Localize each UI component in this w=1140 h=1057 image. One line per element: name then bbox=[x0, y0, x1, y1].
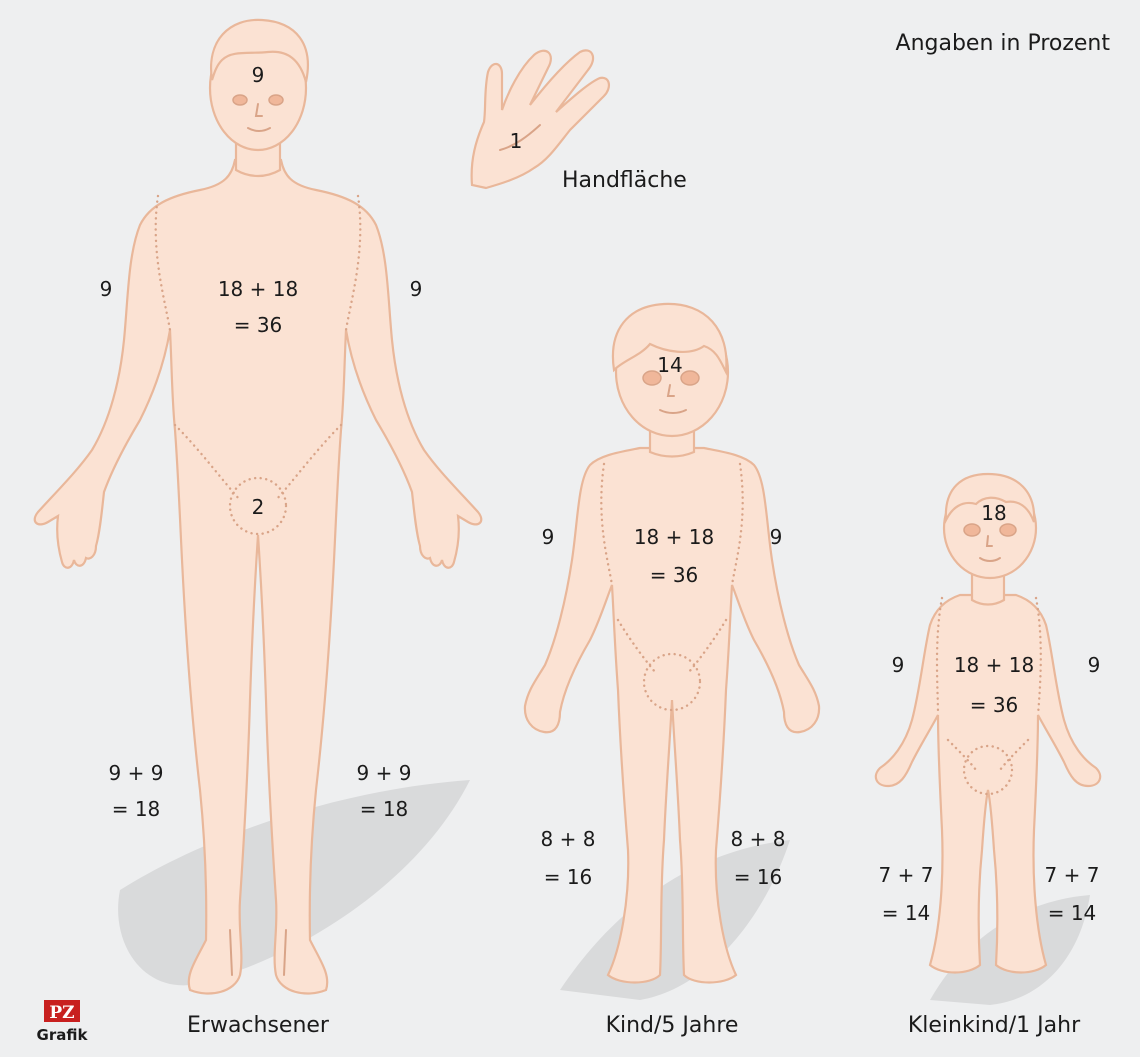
child-leg-left-line2: = 16 bbox=[544, 865, 593, 889]
grafik-logo-text: Grafik bbox=[37, 1026, 89, 1044]
hand-label: Handfläche bbox=[562, 168, 687, 193]
adult-caption: Erwachsener bbox=[187, 1013, 330, 1038]
child-leg-right-line2: = 16 bbox=[734, 865, 783, 889]
adult-leg-left-line1: 9 + 9 bbox=[109, 761, 164, 785]
pz-grafik-logo: PZ Grafik bbox=[37, 1000, 89, 1044]
adult-torso-line2: = 36 bbox=[234, 313, 283, 337]
toddler-arm-left-value: 9 bbox=[892, 653, 905, 677]
child-caption: Kind/5 Jahre bbox=[606, 1013, 739, 1038]
adult-genital-value: 2 bbox=[252, 495, 265, 519]
child-leg-right-line1: 8 + 8 bbox=[731, 827, 786, 851]
adult-leg-left-line2: = 18 bbox=[112, 797, 161, 821]
toddler-leg-left-line2: = 14 bbox=[882, 901, 931, 925]
hand-value: 1 bbox=[510, 129, 523, 153]
units-note: Angaben in Prozent bbox=[896, 31, 1111, 56]
adult-leg-right-line2: = 18 bbox=[360, 797, 409, 821]
toddler-leg-right-line1: 7 + 7 bbox=[1045, 863, 1100, 887]
child-arm-left-value: 9 bbox=[542, 525, 555, 549]
adult-torso-line1: 18 + 18 bbox=[218, 277, 298, 301]
adult-leg-right-line1: 9 + 9 bbox=[357, 761, 412, 785]
toddler-figure bbox=[876, 474, 1100, 973]
toddler-leg-left-line1: 7 + 7 bbox=[879, 863, 934, 887]
toddler-head-value: 18 bbox=[981, 501, 1006, 525]
toddler-leg-right-line2: = 14 bbox=[1048, 901, 1097, 925]
toddler-torso-line1: 18 + 18 bbox=[954, 653, 1034, 677]
child-torso-line2: = 36 bbox=[650, 563, 699, 587]
child-torso-line1: 18 + 18 bbox=[634, 525, 714, 549]
child-head-value: 14 bbox=[657, 353, 682, 377]
adult-head-value: 9 bbox=[252, 63, 265, 87]
toddler-torso-line2: = 36 bbox=[970, 693, 1019, 717]
child-arm-right-value: 9 bbox=[770, 525, 783, 549]
adult-arm-left-value: 9 bbox=[100, 277, 113, 301]
pz-logo-text: PZ bbox=[49, 1003, 74, 1023]
child-leg-left-line1: 8 + 8 bbox=[541, 827, 596, 851]
toddler-arm-right-value: 9 bbox=[1088, 653, 1101, 677]
toddler-caption: Kleinkind/1 Jahr bbox=[908, 1013, 1081, 1038]
adult-arm-right-value: 9 bbox=[410, 277, 423, 301]
